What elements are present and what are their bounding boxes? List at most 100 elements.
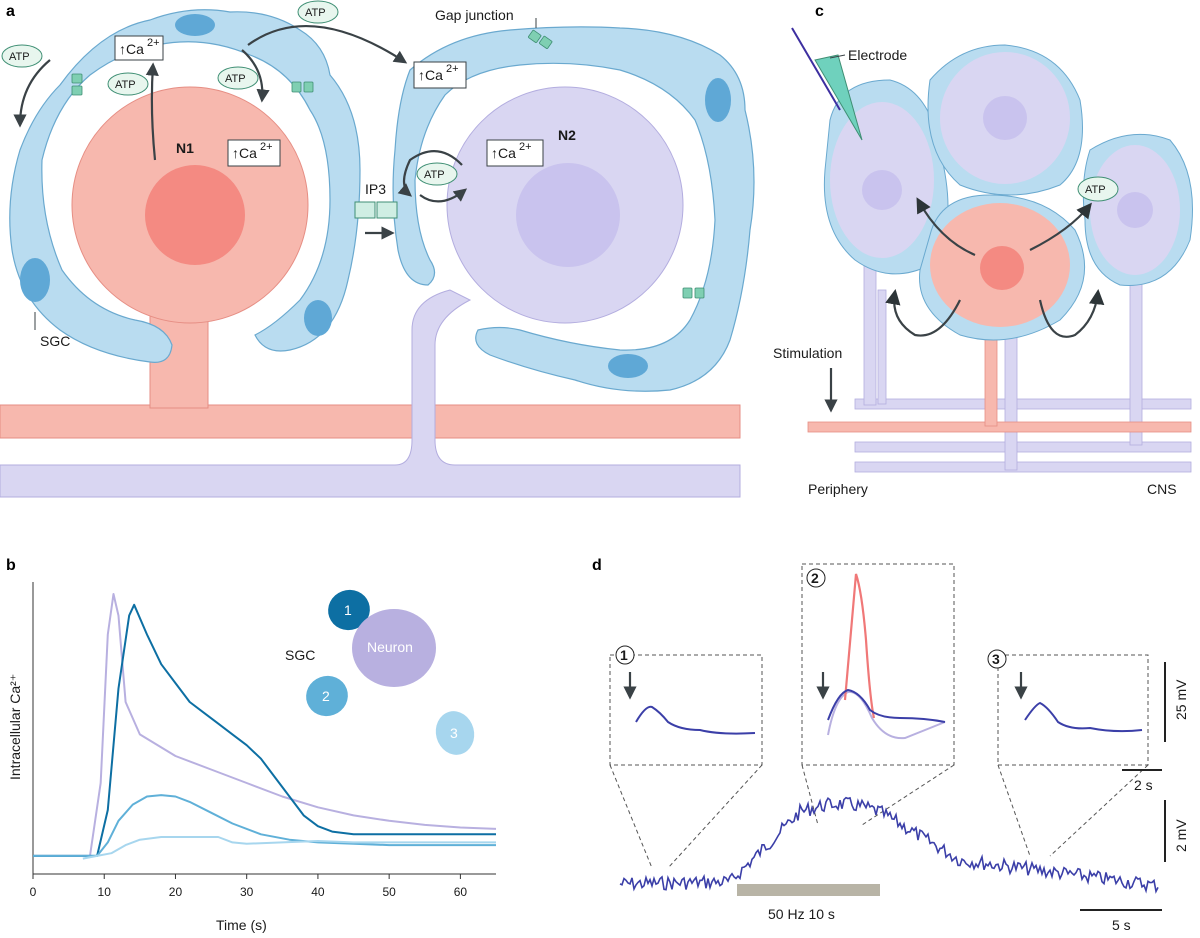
inset-2-trace-blue	[827, 688, 946, 723]
cell-center-stimulated	[919, 194, 1086, 341]
x-tick-label: 30	[240, 885, 254, 899]
n1-axon	[0, 404, 741, 439]
inset-label-2: 2	[811, 570, 819, 586]
scale-2mv: 2 mV	[1173, 819, 1189, 852]
panel-d: d 1 2 3 50 Hz 10 s 25 mV	[592, 557, 1189, 933]
series-group	[33, 593, 497, 860]
x-tick-group: 0 10 20 30 40 50 60	[30, 874, 468, 899]
neuron-cell	[352, 609, 436, 687]
periphery-label: Periphery	[808, 481, 868, 497]
ip3-channel	[354, 201, 376, 219]
inset-2-trace-red	[843, 573, 876, 719]
sgc-cell-3	[435, 711, 475, 755]
cell-label-1: 1	[344, 602, 352, 618]
x-tick-label: 10	[98, 885, 112, 899]
stim-label: 50 Hz 10 s	[768, 906, 835, 922]
inset-3	[997, 654, 1149, 766]
panel-c: c	[773, 3, 1193, 497]
svg-text:ATP: ATP	[115, 79, 136, 91]
sgc-nucleus	[175, 14, 215, 36]
cell-label-3: 3	[450, 725, 458, 741]
neuron-1-nucleus	[145, 165, 245, 265]
neuron-label: Neuron	[367, 639, 413, 655]
n2-axon	[0, 289, 741, 498]
panel-b-label: b	[6, 557, 16, 574]
panel-b: b 0 10 20 30 40 50 60 Time (s) Intracellular C…	[6, 557, 497, 933]
svg-text:↑Ca: ↑Ca	[491, 145, 516, 161]
neuron-2-nucleus	[516, 163, 620, 267]
svg-text:2+: 2+	[519, 141, 532, 153]
svg-text:2+: 2+	[446, 63, 459, 75]
sgc-label: SGC	[40, 333, 70, 349]
x-tick-label: 20	[169, 885, 183, 899]
stimulation-label: Stimulation	[773, 345, 842, 361]
axon-bundle	[854, 398, 1192, 410]
inset-2-trace-lavender	[827, 690, 946, 740]
svg-text:2+: 2+	[147, 37, 160, 49]
electrode	[791, 27, 863, 141]
inset-1-trace	[635, 705, 756, 735]
svg-text:ATP: ATP	[225, 73, 246, 85]
atp-bubble: ATP	[416, 162, 458, 186]
panel-a: a SGC Gap junction	[0, 0, 755, 498]
gap-junction-label: Gap junction	[435, 7, 514, 23]
panel-d-label: d	[592, 557, 602, 574]
atp-bubble: ATP	[1077, 176, 1119, 202]
cell-right	[1082, 133, 1193, 286]
panel-a-label: a	[6, 3, 15, 20]
series-line-1	[33, 603, 496, 857]
svg-text:↑Ca: ↑Ca	[232, 145, 257, 161]
svg-text:ATP: ATP	[305, 7, 326, 19]
x-axis-label: Time (s)	[216, 917, 267, 933]
sgc-nucleus	[608, 354, 648, 378]
sgc-nucleus	[20, 258, 50, 302]
cns-label: CNS	[1147, 481, 1177, 497]
gap-junction	[71, 29, 705, 299]
x-tick-label: 0	[30, 885, 37, 899]
series-line-2	[33, 794, 496, 857]
n2-label: N2	[558, 127, 576, 143]
x-tick-label: 60	[454, 885, 468, 899]
scale-2s: 2 s	[1134, 777, 1153, 793]
svg-text:ATP: ATP	[1085, 184, 1106, 196]
series-line-3	[82, 836, 496, 860]
electrode-label: Electrode	[848, 47, 907, 63]
x-tick-label: 40	[311, 885, 325, 899]
inset-label-1: 1	[620, 647, 628, 663]
peripheral-axon-red	[807, 421, 1192, 433]
svg-text:ATP: ATP	[424, 169, 445, 181]
scale-5s: 5 s	[1112, 917, 1131, 933]
y-axis-label: Intracellular Ca²⁺	[7, 674, 23, 780]
inset-3-trace	[1024, 701, 1143, 733]
atp-bubble: ATP	[107, 72, 149, 96]
inset-1	[609, 654, 763, 766]
scale-25mv: 25 mV	[1173, 679, 1189, 720]
series-line-neuron	[33, 593, 497, 857]
inset-label-3: 3	[992, 651, 1000, 667]
sgc-cell-1	[328, 589, 370, 631]
cell-label-2: 2	[322, 688, 330, 704]
membrane-potential-trace	[619, 796, 1159, 894]
atp-bubble: ATP	[297, 0, 339, 24]
sgc-cell-2	[306, 675, 348, 717]
svg-text:↑Ca: ↑Ca	[119, 41, 144, 57]
inset-2	[801, 563, 955, 766]
sgc-nucleus	[705, 78, 731, 122]
x-tick-label: 50	[382, 885, 396, 899]
cell-top	[927, 44, 1083, 196]
panel-c-label: c	[815, 3, 824, 20]
sgc-label-b: SGC	[285, 647, 315, 663]
atp-bubble: ATP	[1, 44, 43, 68]
svg-text:↑Ca: ↑Ca	[418, 67, 443, 83]
ip3-label: IP3	[365, 181, 386, 197]
n1-label: N1	[176, 140, 194, 156]
sgc-nucleus	[304, 300, 332, 336]
svg-text:ATP: ATP	[9, 51, 30, 63]
atp-bubble: ATP	[217, 66, 259, 90]
stimulation-bar	[737, 884, 880, 896]
